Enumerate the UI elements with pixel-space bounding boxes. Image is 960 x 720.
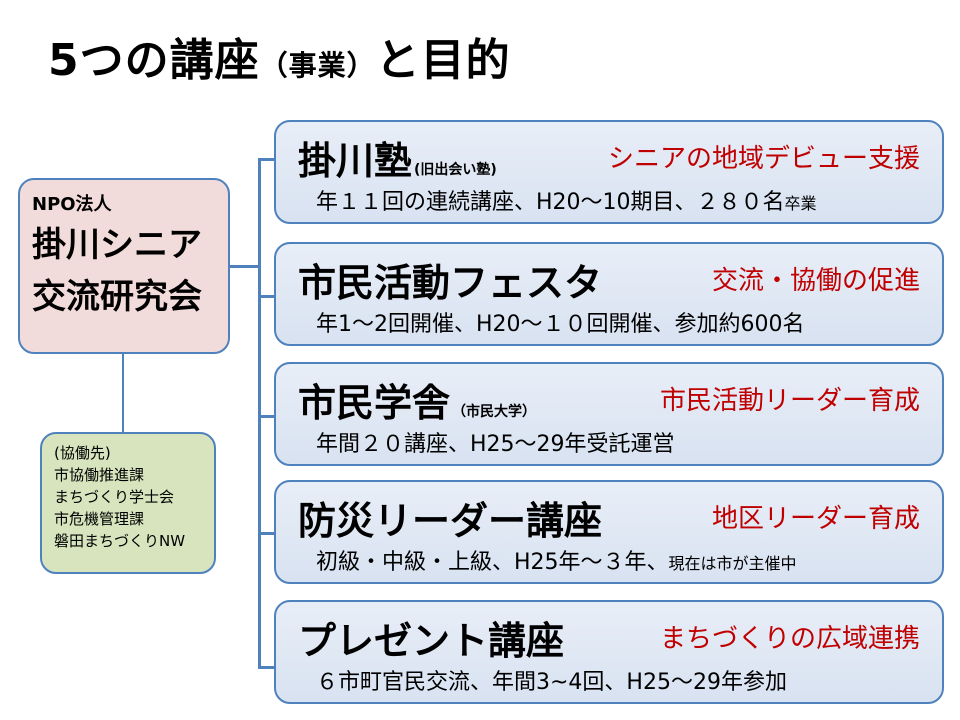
partners-box: (協働先) 市協働推進課 まちづくり学士会 市危機管理課 磐田まちづくりNW: [40, 432, 216, 574]
course-detail-text: 年間２０講座、H25〜29年受託運営: [316, 432, 675, 457]
course-box-shimin-gakusha: 市民学舎（市民大学） 市民活動リーダー育成 年間２０講座、H25〜29年受託運営: [274, 362, 944, 466]
course-detail-note: 現在は市が主催中: [668, 554, 797, 573]
course-detail-note: 卒業: [784, 194, 817, 213]
organization-name-line2: 交流研究会: [32, 277, 202, 317]
course-detail-text: 年1〜2回開催、H20〜１０回開催、参加約600名: [316, 312, 805, 337]
partner-item: 市危機管理課: [54, 510, 145, 528]
connector-branch-3: [258, 415, 276, 418]
course-name: 掛川塾: [298, 139, 413, 183]
course-detail: ６市町官民交流、年間3~4回、H25〜29年参加: [316, 664, 787, 696]
organization-name-line1: 掛川シニア: [32, 225, 202, 265]
course-detail: 年1〜2回開催、H20〜１０回開催、参加約600名: [316, 306, 805, 338]
course-goal: 交流・協働の促進: [711, 266, 920, 296]
course-goal: シニアの地域デビュー支援: [607, 144, 920, 174]
course-box-shimin-festa: 市民活動フェスタ 交流・協働の促進 年1〜2回開催、H20〜１０回開催、参加約6…: [274, 242, 944, 346]
connector-branch-1: [258, 158, 276, 161]
course-goal: 地区リーダー育成: [711, 504, 920, 534]
partners-header: (協働先): [54, 444, 111, 462]
title-tail: と目的: [375, 35, 511, 86]
partner-item: 市協働推進課: [54, 466, 145, 484]
course-name: 防災リーダー講座: [298, 499, 603, 543]
course-subtitle: (旧出会い塾): [414, 162, 497, 178]
partner-item: 磐田まちづくりNW: [54, 532, 186, 550]
course-subtitle: （市民大学）: [452, 404, 537, 420]
title-paren: （事業）: [259, 49, 376, 82]
course-detail-text: 年１１回の連続講座、H20〜10期目、２８０名: [316, 190, 785, 215]
connector-org-to-partner: [122, 354, 124, 432]
course-name: 市民活動フェスタ: [298, 261, 603, 305]
course-detail-text: 初級・中級・上級、H25年〜３年、: [316, 550, 669, 575]
connector-trunk: [258, 158, 261, 668]
connector-branch-4: [258, 532, 276, 535]
course-box-present: プレゼント講座 まちづくりの広域連携 ６市町官民交流、年間3~4回、H25〜29…: [274, 600, 944, 704]
connector-org-to-trunk: [230, 265, 260, 268]
course-name: プレゼント講座: [298, 619, 565, 663]
course-detail-text: ６市町官民交流、年間3~4回、H25〜29年参加: [316, 670, 787, 695]
connector-branch-5: [258, 666, 276, 669]
course-box-bousai-leader: 防災リーダー講座 地区リーダー育成 初級・中級・上級、H25年〜３年、現在は市が…: [274, 480, 944, 584]
connector-branch-2: [258, 295, 276, 298]
course-name: 市民学舎: [298, 381, 451, 425]
course-detail: 初級・中級・上級、H25年〜３年、現在は市が主催中: [316, 544, 797, 576]
title-main: 5つの講座: [48, 35, 260, 86]
partner-item: まちづくり学士会: [54, 488, 175, 506]
organization-box: NPO法人 掛川シニア 交流研究会: [18, 178, 230, 354]
course-goal: まちづくりの広域連携: [659, 624, 920, 654]
course-box-kakegawa-juku: 掛川塾(旧出会い塾) シニアの地域デビュー支援 年１１回の連続講座、H20〜10…: [274, 120, 944, 224]
course-goal: 市民活動リーダー育成: [659, 386, 920, 416]
course-detail: 年間２０講座、H25〜29年受託運営: [316, 426, 675, 458]
page-title: 5つの講座（事業）と目的: [48, 24, 511, 88]
organization-label: NPO法人: [32, 194, 112, 215]
course-detail: 年１１回の連続講座、H20〜10期目、２８０名卒業: [316, 184, 817, 216]
